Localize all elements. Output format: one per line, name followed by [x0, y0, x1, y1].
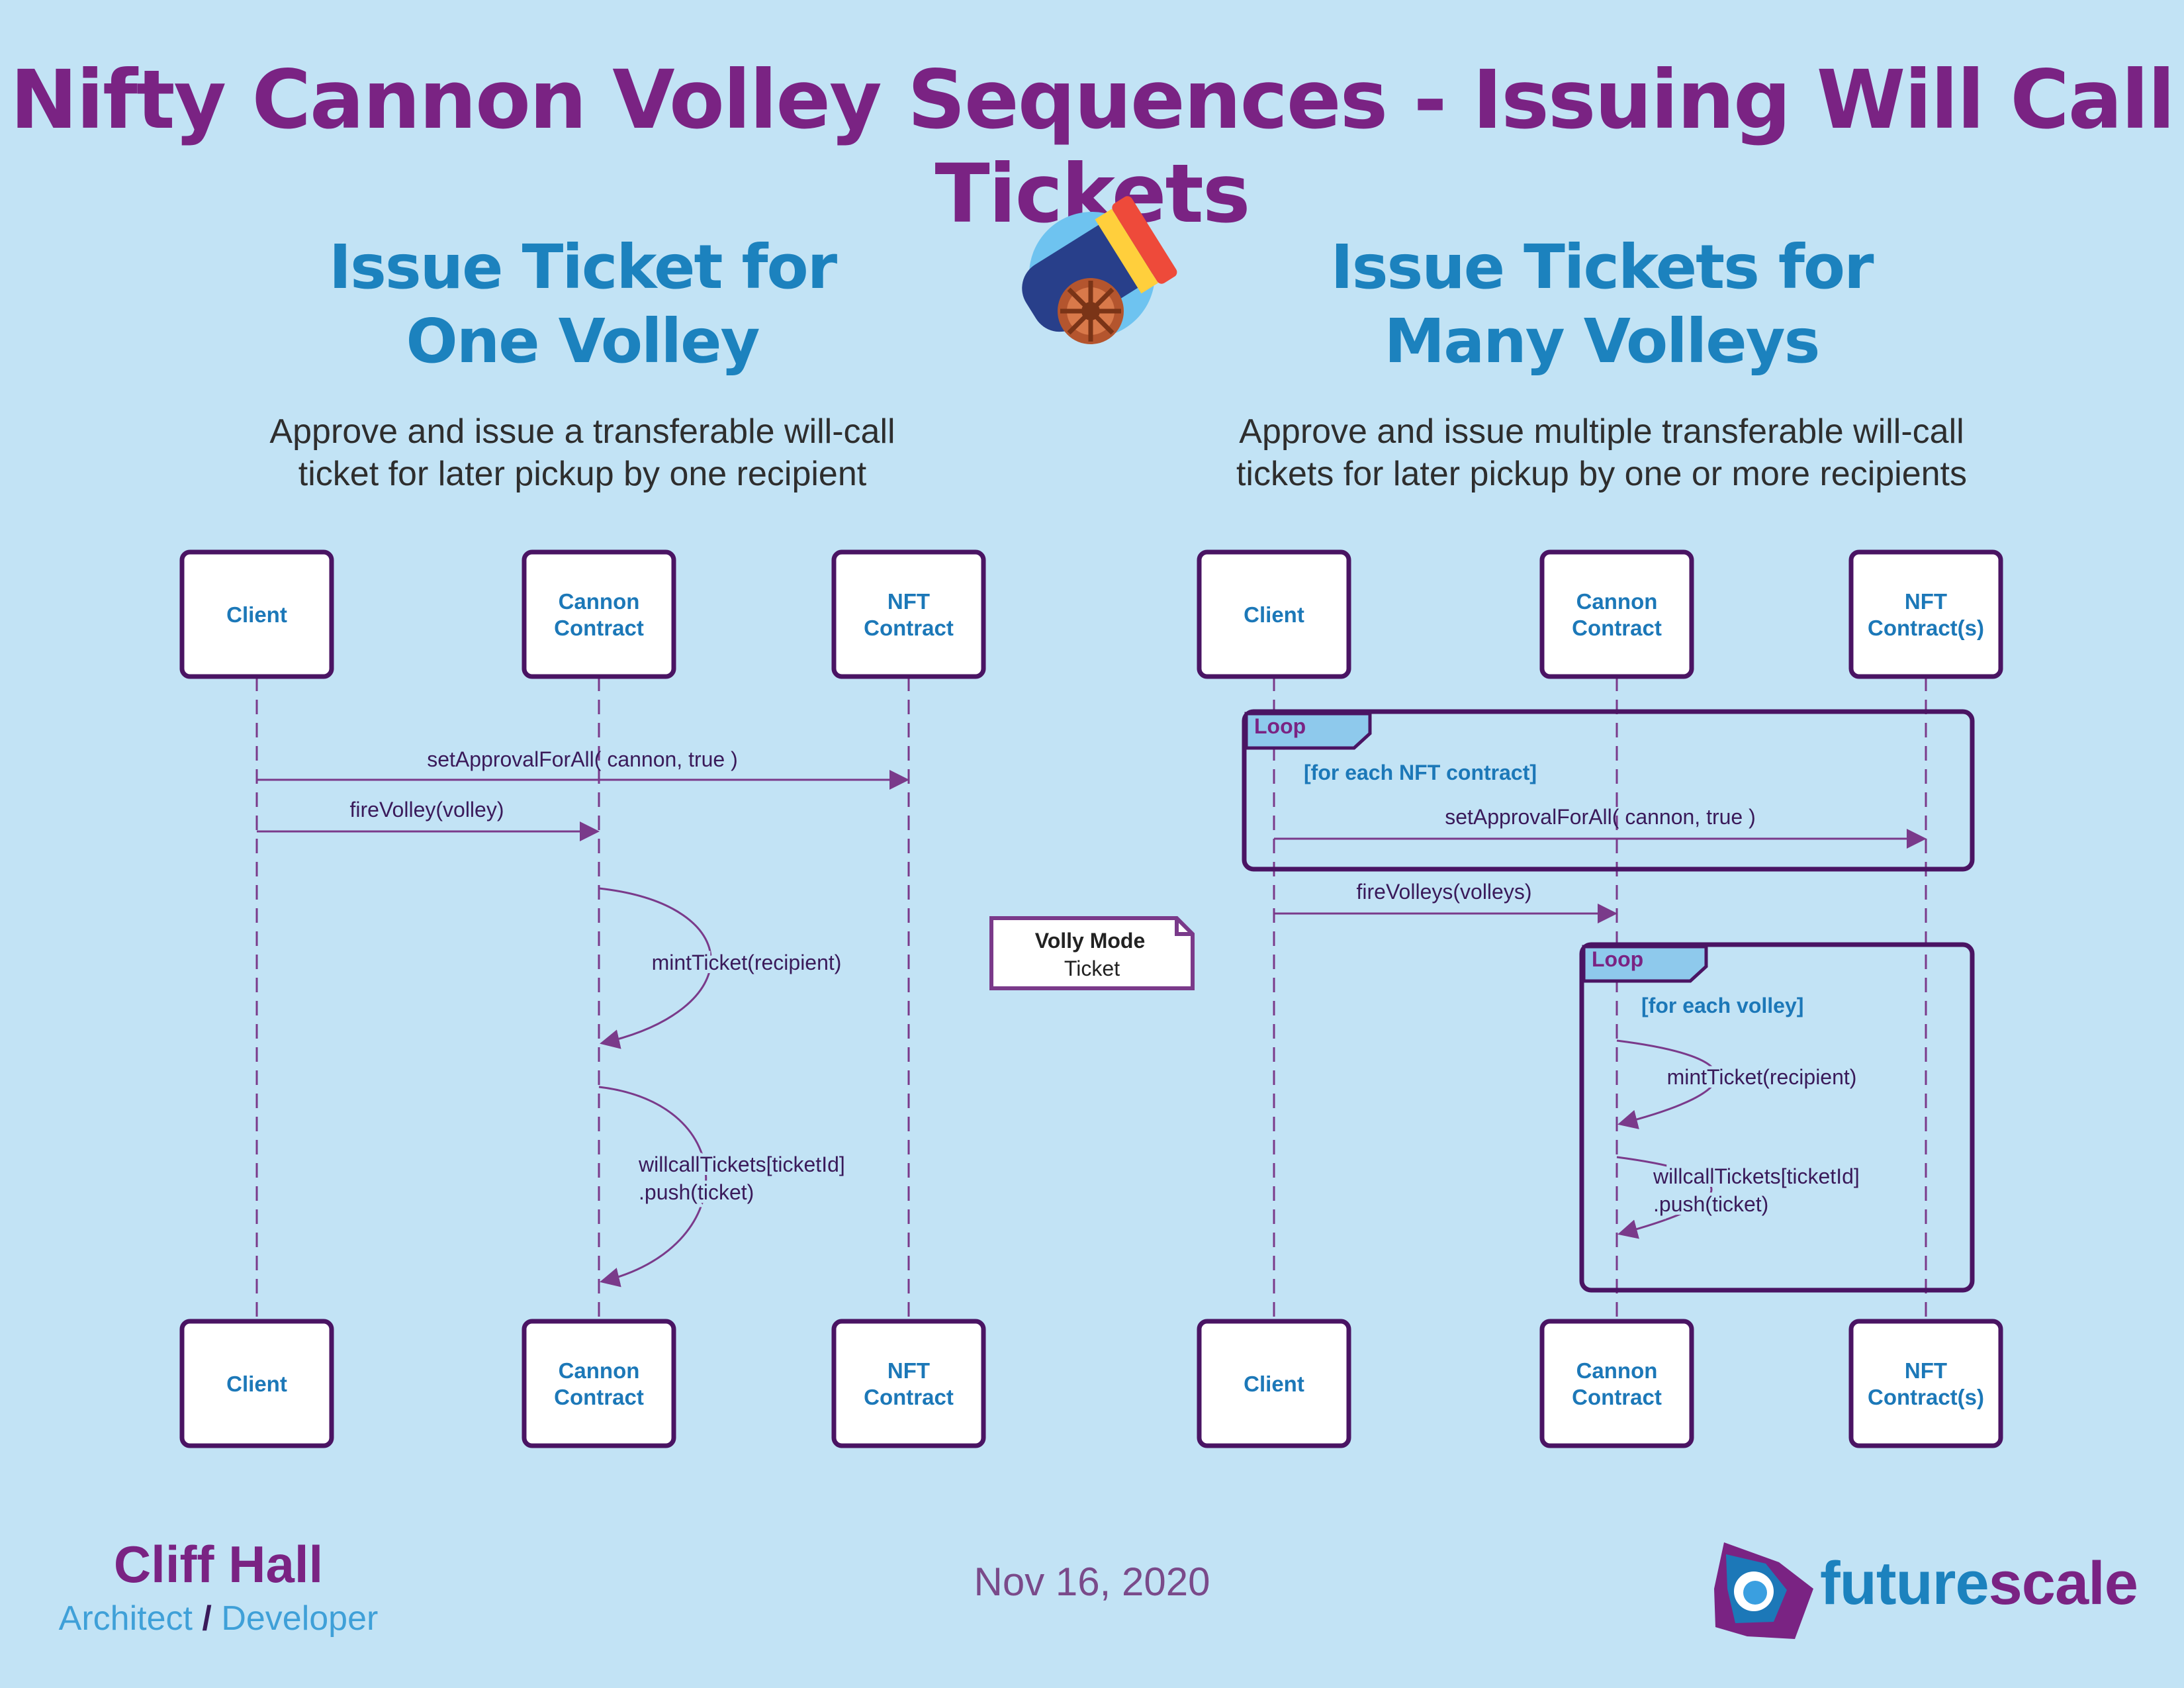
right-participant-client-bottom: Client: [1197, 1319, 1351, 1448]
loop-volleys: Loop [for each volley]: [1579, 942, 1975, 1293]
futurescale-logo-icon: [1714, 1542, 1813, 1639]
right-desc-line1: Approve and issue multiple transferable …: [1239, 412, 1964, 451]
participant-label: Contract(s): [1868, 1385, 1984, 1409]
role-developer: Developer: [221, 1599, 379, 1638]
brand-name: futurescale: [1820, 1549, 2138, 1618]
fire-volley-message: fireVolley(volley): [257, 798, 600, 841]
brand-name-scale: scale: [1988, 1550, 2138, 1617]
role-architect: Architect: [58, 1599, 193, 1638]
participant-label: Contract: [864, 1385, 954, 1409]
set-approval-message-label: setApprovalForAll( cannon, true ): [1445, 805, 1756, 829]
left-mint-ticket-call-label: mintTicket(recipient): [652, 951, 842, 974]
participant-label: Contract: [864, 616, 954, 640]
right-willcall-push-call-arrow: [1616, 1156, 1713, 1239]
right-willcall-push-call-label: willcallTickets[ticketId]: [1653, 1164, 1860, 1188]
left-participant-client-top: Client: [179, 549, 334, 679]
fire-volley-message-label: fireVolley(volley): [350, 798, 504, 821]
lifelines: [255, 677, 1927, 1321]
participant-label: Contract: [554, 616, 644, 640]
right-mint-ticket-call-arrow: [1616, 1039, 1717, 1129]
loop-volleys-label: Loop: [1592, 947, 1643, 971]
participant-label: Cannon: [1576, 1358, 1658, 1383]
participant-label: Contract: [554, 1385, 644, 1409]
note-title: Volly Mode: [1035, 929, 1146, 953]
left-section-title: Issue Ticket for One Volley: [185, 230, 979, 379]
participant-label: Contract: [1572, 616, 1662, 640]
right-mint-ticket-call: mintTicket(recipient): [1616, 1039, 1860, 1129]
loop-volleys-guard: [for each volley]: [1641, 994, 1803, 1017]
right-willcall-push-call-label: .push(ticket): [1653, 1192, 1768, 1216]
left-desc-line2: ticket for later pickup by one recipient: [298, 455, 867, 493]
fire-volleys-message-label: fireVolleys(volleys): [1357, 880, 1532, 904]
participant-label: Client: [226, 1372, 287, 1396]
page-title: Nifty Cannon Volley Sequences - Issuing …: [10, 53, 2175, 241]
participant-label: Client: [226, 602, 287, 627]
left-title-line2: One Volley: [406, 306, 760, 377]
participant-label: Cannon: [559, 1358, 640, 1383]
set-approval-message: setApprovalForAll( cannon, true ): [1274, 805, 1927, 849]
left-participant-client-bottom: Client: [179, 1319, 334, 1448]
right-mint-ticket-call-label: mintTicket(recipient): [1667, 1065, 1857, 1089]
cannon-icon: [1022, 196, 1177, 344]
left-willcall-push-call-arrow: [598, 1086, 707, 1288]
participant-label: NFT: [887, 1358, 930, 1383]
left-mint-ticket-call-arrow: [598, 887, 712, 1049]
loop-nft-contracts-label: Loop: [1254, 714, 1306, 738]
right-participant-client-top: Client: [1197, 549, 1351, 679]
left-willcall-push-call-label: .push(ticket): [639, 1180, 754, 1204]
author-name: Cliff Hall: [113, 1535, 324, 1593]
fire-volleys-message: fireVolleys(volleys): [1274, 880, 1617, 923]
right-title-line1: Issue Tickets for: [1330, 232, 1874, 303]
left-title-line1: Issue Ticket for: [328, 232, 837, 303]
right-title-line2: Many Volleys: [1384, 306, 1821, 377]
left-mint-ticket-call: mintTicket(recipient): [598, 887, 844, 1049]
right-section-description: Approve and issue multiple transferable …: [1138, 410, 2065, 495]
role-separator: /: [202, 1599, 212, 1638]
participant-label: NFT: [1905, 1358, 1947, 1383]
note-text: Ticket: [1064, 957, 1120, 980]
right-willcall-push-call: willcallTickets[ticketId] .push(ticket): [1616, 1156, 1863, 1239]
set-approval-message: setApprovalForAll( cannon, true ): [257, 747, 909, 790]
left-section-description: Approve and issue a transferable will-ca…: [185, 410, 979, 495]
set-approval-message-label: setApprovalForAll( cannon, true ): [427, 747, 738, 771]
right-messages: setApprovalForAll( cannon, true ) fireVol…: [1274, 805, 1927, 1239]
loop-nft-contracts-guard: [for each NFT contract]: [1304, 761, 1537, 784]
participant-label: Cannon: [1576, 589, 1658, 614]
loop-frames: Loop [for each NFT contract] Loop [for e…: [1242, 709, 1975, 1293]
participant-label: Cannon: [559, 589, 640, 614]
participant-label: Client: [1244, 1372, 1304, 1396]
author-role: Architect / Developer: [20, 1599, 417, 1638]
left-desc-line1: Approve and issue a transferable will-ca…: [269, 412, 895, 451]
left-messages: setApprovalForAll( cannon, true ) fireVol…: [257, 747, 909, 1288]
participants: ClientClientCannonContractCannonContract…: [179, 549, 2003, 1448]
left-willcall-push-call: willcallTickets[ticketId] .push(ticket): [598, 1086, 848, 1288]
participant-label: Contract: [1572, 1385, 1662, 1409]
volly-mode-note: Volly Mode Ticket: [989, 916, 1195, 990]
loop-nft-contracts: Loop [for each NFT contract]: [1242, 709, 1975, 872]
participant-label: Client: [1244, 602, 1304, 627]
participant-label: Contract(s): [1868, 616, 1984, 640]
left-willcall-push-call-label: willcallTickets[ticketId]: [638, 1152, 845, 1176]
participant-label: NFT: [1905, 589, 1947, 614]
right-section-title: Issue Tickets for Many Volleys: [1205, 230, 1999, 379]
right-desc-line2: tickets for later pickup by one or more …: [1236, 455, 1968, 493]
participant-label: NFT: [887, 589, 930, 614]
brand-name-future: future: [1820, 1550, 1989, 1617]
diagram-date: Nov 16, 2020: [974, 1560, 1210, 1604]
